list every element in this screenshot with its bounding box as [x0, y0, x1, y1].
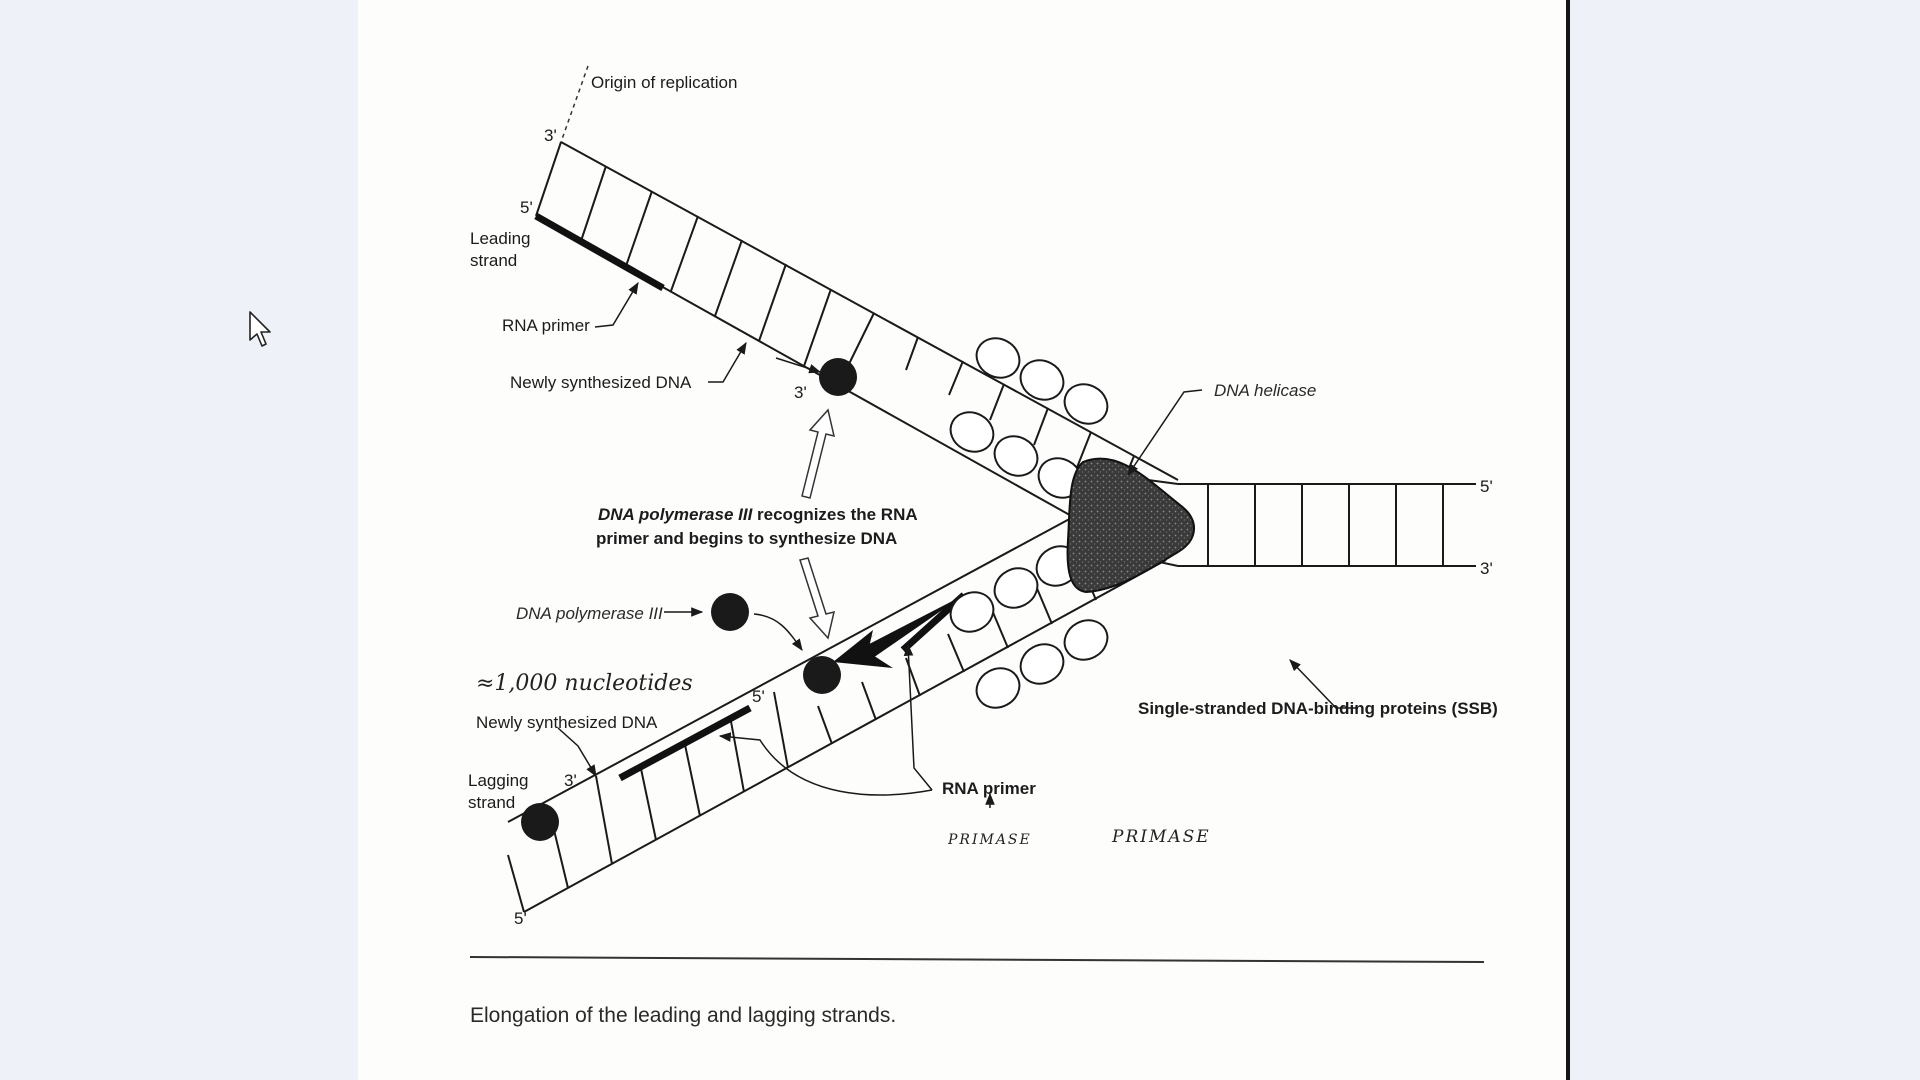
- document-page: Origin of replication 3' 5' Leading stra…: [358, 0, 1570, 1080]
- hollow-arrow-up: [801, 408, 836, 499]
- hollow-arrow-down: [799, 557, 836, 640]
- leading-rna-primer-label: RNA primer: [502, 316, 590, 335]
- lagging-end-polymerase-ball: [521, 803, 559, 841]
- leading-rna-primer-segment: [534, 212, 665, 292]
- pol-description-line2: primer and begins to synthesize DNA: [596, 529, 897, 548]
- ssb-proteins-upper: [949, 337, 1109, 499]
- lagging-new-dna-label: Newly synthesized DNA: [476, 713, 658, 732]
- replication-fork-diagram: Origin of replication 3' 5' Leading stra…: [468, 65, 1498, 1027]
- lagging-strand-label-2: strand: [468, 793, 515, 812]
- lagging-three-prime: 3': [564, 771, 577, 790]
- pol-label: DNA polymerase III: [516, 604, 663, 623]
- lagging-five-prime-fragment: 5': [752, 687, 765, 706]
- origin-dashed-line: [560, 65, 589, 143]
- origin-label: Origin of replication: [591, 73, 737, 92]
- leading-polymerase-ball: [819, 358, 857, 396]
- free-polymerase-ball: [711, 593, 749, 631]
- lagging-polymerase-ball: [803, 656, 841, 694]
- leading-three-prime: 3': [544, 126, 557, 145]
- caption-divider: [469, 956, 1485, 963]
- ssb-label: Single-stranded DNA-binding proteins (SS…: [1138, 699, 1498, 718]
- parent-five-prime: 5': [1480, 477, 1493, 496]
- helicase-label: DNA helicase: [1214, 381, 1316, 400]
- lagging-five-prime-end: 5': [514, 909, 527, 928]
- leading-strand-label-1: Leading: [470, 229, 531, 248]
- leading-new-dna-label: Newly synthesized DNA: [510, 373, 692, 392]
- handwritten-primase-1: PRIMASE: [947, 832, 1032, 848]
- figure-caption: Elongation of the leading and lagging st…: [470, 1004, 896, 1027]
- leading-five-prime: 5': [520, 198, 533, 217]
- pol-description-italic: DNA polymerase III: [598, 505, 754, 524]
- parent-three-prime: 3': [1480, 559, 1493, 578]
- leading-pol-three-prime: 3': [794, 383, 807, 402]
- lagging-rna-primer-label: RNA primer: [942, 779, 1036, 798]
- pointer-arrows: [557, 281, 1358, 808]
- dna-helicase-shape: [1066, 457, 1195, 594]
- lagging-strand-label-1: Lagging: [468, 771, 529, 790]
- lagging-okazaki-fragment: [618, 704, 752, 782]
- parental-duplex-ladder: [1147, 479, 1476, 567]
- mouse-cursor-icon: [249, 311, 271, 347]
- lagging-synthesis-arrow: [848, 595, 964, 660]
- handwritten-primase-2: PRIMASE: [1111, 827, 1211, 847]
- pol-description-rest: recognizes the RNA: [752, 505, 917, 524]
- lagging-arm-ladder: [507, 481, 1167, 913]
- handwritten-nucleotides: ≈1,000 nucleotides: [476, 671, 693, 696]
- pol-description-line1: DNA polymerase III recognizes the RNA: [598, 505, 918, 524]
- lagging-arrowhead: [833, 630, 893, 668]
- leading-strand-label-2: strand: [470, 251, 517, 270]
